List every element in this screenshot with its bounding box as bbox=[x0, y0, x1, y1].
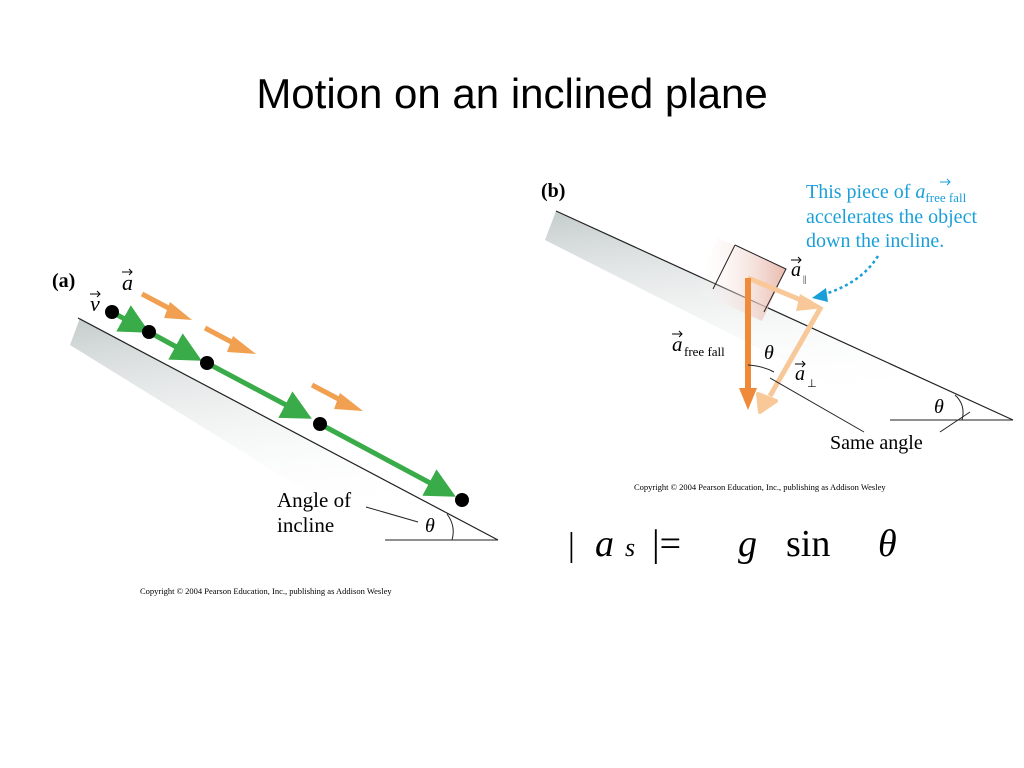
angle-symbol-inner: θ bbox=[764, 342, 774, 364]
copyright-a: Copyright © 2004 Pearson Education, Inc.… bbox=[140, 586, 392, 596]
eq-a: a bbox=[595, 523, 614, 565]
eq-theta: θ bbox=[878, 523, 897, 565]
ramp-a-surface bbox=[77, 317, 499, 541]
callout-line1: This piece of afree fall bbox=[806, 181, 967, 205]
a-perp-label: a ⊥ bbox=[795, 360, 817, 390]
callout-pointer bbox=[817, 255, 880, 298]
svg-text:||: || bbox=[803, 274, 807, 284]
panel-b-label: (b) bbox=[541, 180, 565, 202]
angle-arc-a bbox=[446, 513, 454, 541]
svg-text:⊥: ⊥ bbox=[807, 378, 817, 390]
panel-a: (a) a v bbox=[52, 268, 499, 596]
position-dot-4 bbox=[313, 417, 327, 431]
eq-g: g bbox=[738, 523, 757, 565]
a-free-fall-label: a free fall bbox=[672, 330, 725, 359]
svg-text:a: a bbox=[122, 270, 133, 295]
callout-pointer-head bbox=[812, 288, 828, 302]
same-angle-label: Same angle bbox=[830, 432, 923, 454]
eq-sin: sin bbox=[786, 523, 830, 565]
copyright-b: Copyright © 2004 Pearson Education, Inc.… bbox=[634, 482, 886, 492]
eq-bar-equals: |= bbox=[652, 523, 681, 565]
svg-text:a: a bbox=[672, 332, 683, 356]
accel-arrow-3 bbox=[310, 382, 363, 411]
velocity-arrow-2 bbox=[147, 329, 202, 361]
svg-text:v: v bbox=[90, 291, 100, 316]
a-parallel-arrow bbox=[747, 275, 824, 311]
same-angle-leader-2 bbox=[939, 411, 971, 433]
position-dot-3 bbox=[200, 356, 214, 370]
a-perpendicular-arrow bbox=[756, 305, 824, 414]
accel-symbol-a: a bbox=[122, 268, 133, 295]
position-dot-1 bbox=[105, 305, 119, 319]
incline-caption-line2: incline bbox=[277, 513, 334, 537]
angle-symbol-b: θ bbox=[934, 396, 944, 418]
panel-a-label: (a) bbox=[52, 270, 75, 292]
accel-arrow-1 bbox=[140, 291, 192, 320]
svg-text:a: a bbox=[791, 259, 801, 281]
equation: | a s |= g sin θ bbox=[568, 523, 897, 565]
callout-line2: accelerates the object bbox=[806, 206, 977, 228]
incline-caption-line1: Angle of bbox=[277, 488, 351, 512]
sliding-block bbox=[694, 238, 787, 321]
velocity-arrow-4 bbox=[318, 421, 456, 497]
ramp-a-shading bbox=[70, 318, 498, 540]
velocity-symbol-v: v bbox=[90, 290, 101, 316]
position-dot-5 bbox=[455, 493, 469, 507]
panel-b: (b) a || a free fall bbox=[541, 178, 1014, 492]
svg-text:free fall: free fall bbox=[684, 344, 725, 359]
svg-text:a: a bbox=[795, 363, 805, 385]
eq-bar-left: | bbox=[568, 527, 575, 564]
eq-a-sub: s bbox=[625, 533, 635, 562]
angle-arc-inner bbox=[747, 364, 775, 373]
callout-vector-arrow bbox=[940, 178, 951, 186]
a-parallel-label: a || bbox=[791, 256, 807, 284]
velocity-arrow-3 bbox=[205, 360, 312, 419]
slide-title: Motion on an inclined plane bbox=[256, 70, 768, 117]
a-free-fall-arrow bbox=[739, 278, 757, 410]
angle-symbol-a: θ bbox=[425, 515, 435, 537]
position-dot-2 bbox=[142, 325, 156, 339]
accel-arrow-2 bbox=[203, 325, 256, 354]
same-angle-leader-1 bbox=[769, 377, 865, 433]
ramp-b-shading bbox=[545, 211, 1013, 420]
callout-line3: down the incline. bbox=[806, 230, 944, 252]
incline-caption-leader bbox=[365, 506, 419, 523]
ramp-b-surface bbox=[555, 210, 1014, 421]
